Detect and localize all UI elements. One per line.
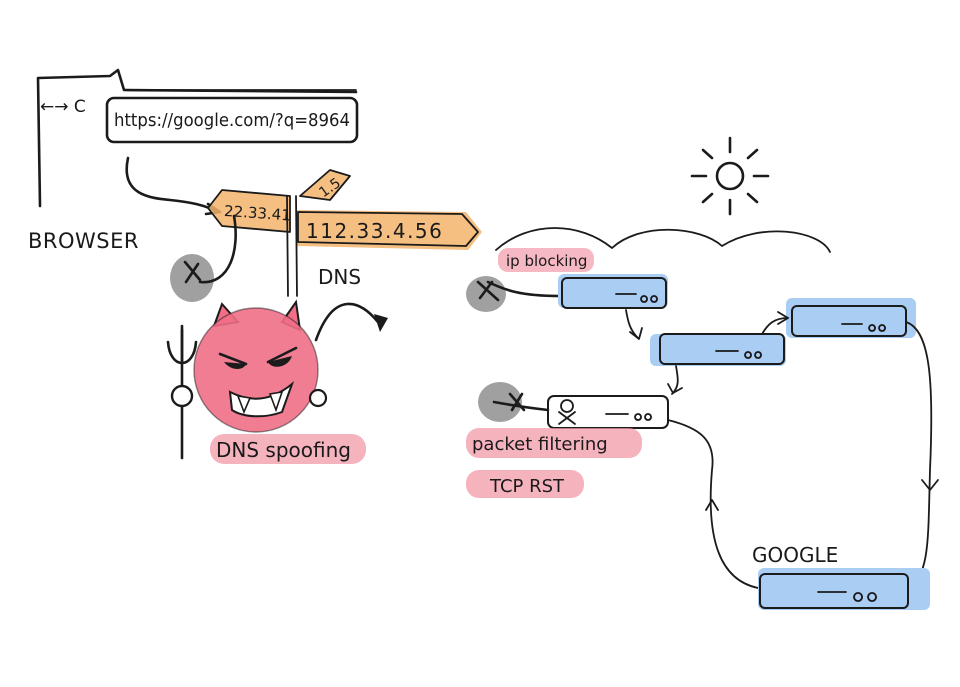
dns-label: DNS [318,265,361,289]
browser-window: ←→ C https://google.com/?q=8964 BROWSER [28,68,359,253]
router-3 [786,298,916,338]
sun-icon [690,136,770,216]
google-label: GOOGLE [752,543,838,567]
dns-up-sign [300,170,350,200]
address-bar[interactable] [105,96,359,144]
dns-right-sign-text: 112.33.4.56 [306,219,443,243]
router-2 [650,333,786,366]
dns-left-sign-text: 22.33.41 [224,202,292,225]
nav-arrows[interactable]: ←→ C [40,97,86,117]
filter-block-mark [478,382,550,422]
router-1 [558,274,668,309]
packet-filtering-label: packet filtering [472,434,608,455]
dns-spoofing-label: DNS spoofing [216,438,351,462]
dns-left-sign [208,190,290,232]
google-server [758,568,930,610]
filter-router [547,395,669,429]
dns-right-sign [296,210,482,250]
dns-block-mark [170,214,237,302]
devil-icon [166,299,388,460]
link-r3-google [905,321,933,589]
browser-label: BROWSER [28,229,139,253]
ip-block-mark [466,276,562,312]
browser-to-dns-arrow [125,156,220,214]
cloud-outline [495,227,831,253]
tcp-rst-label: TCP RST [489,476,565,497]
link-google-filter [667,419,759,589]
link-r2-r3 [761,317,789,335]
url-text: https://google.com/?q=8964 [114,110,350,131]
skull-icon [558,399,576,425]
dns-signpost: 22.33.41 1.5 112.33.4.56 DNS [207,169,482,297]
ip-blocking-label: ip blocking [506,252,587,270]
